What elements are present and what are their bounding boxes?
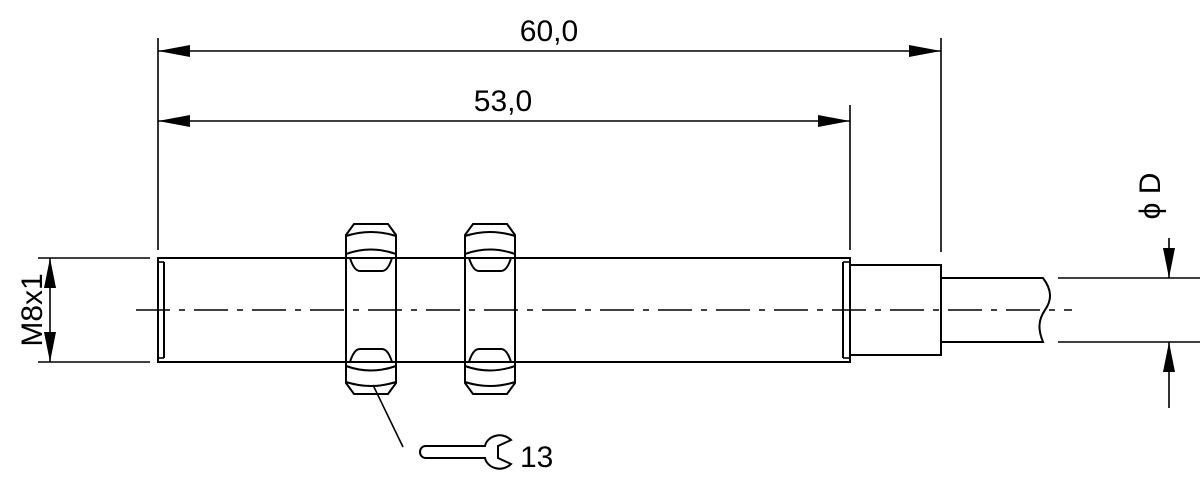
nut-face-arc (349, 348, 393, 363)
arrow-head (1163, 248, 1175, 278)
arrow-head (1163, 342, 1175, 372)
nut-face-arc (468, 348, 512, 363)
nut-face-arc (468, 257, 512, 272)
nut-face-arc (345, 381, 397, 387)
dimension-thread: M8x1 (16, 258, 56, 362)
arrow-head (44, 332, 56, 362)
hex-nut-left (345, 223, 397, 395)
nut-face-arc (345, 248, 397, 255)
arrow-head (818, 115, 850, 127)
dimension-cable-diameter: ϕ D (1134, 173, 1175, 408)
extension-lines (38, 38, 1200, 363)
nut-face-arc (349, 257, 393, 272)
wrench-icon (419, 434, 513, 470)
arrow-head (158, 45, 190, 57)
dimension-thread-length: 53,0 (158, 85, 850, 127)
wrench-size-label: 13 (520, 441, 553, 474)
thread-length-label: 53,0 (474, 85, 532, 118)
arrow-head (909, 45, 941, 57)
leader-line (372, 384, 404, 448)
nut-face-arc (464, 381, 516, 387)
dimension-overall-length: 60,0 (158, 15, 941, 57)
nut-face-arc (464, 365, 516, 372)
thread-label: M8x1 (16, 273, 49, 346)
overall-length-label: 60,0 (520, 15, 578, 48)
wrench-callout: 13 (372, 384, 553, 474)
nut-face-arc (345, 231, 397, 237)
nut-face-arc (345, 365, 397, 372)
hex-nut-right (464, 223, 516, 395)
arrow-head (44, 258, 56, 288)
cable-diameter-label: ϕ D (1134, 173, 1167, 220)
nut-face-arc (464, 231, 516, 237)
arrow-head (158, 115, 190, 127)
nut-face-arc (464, 248, 516, 255)
